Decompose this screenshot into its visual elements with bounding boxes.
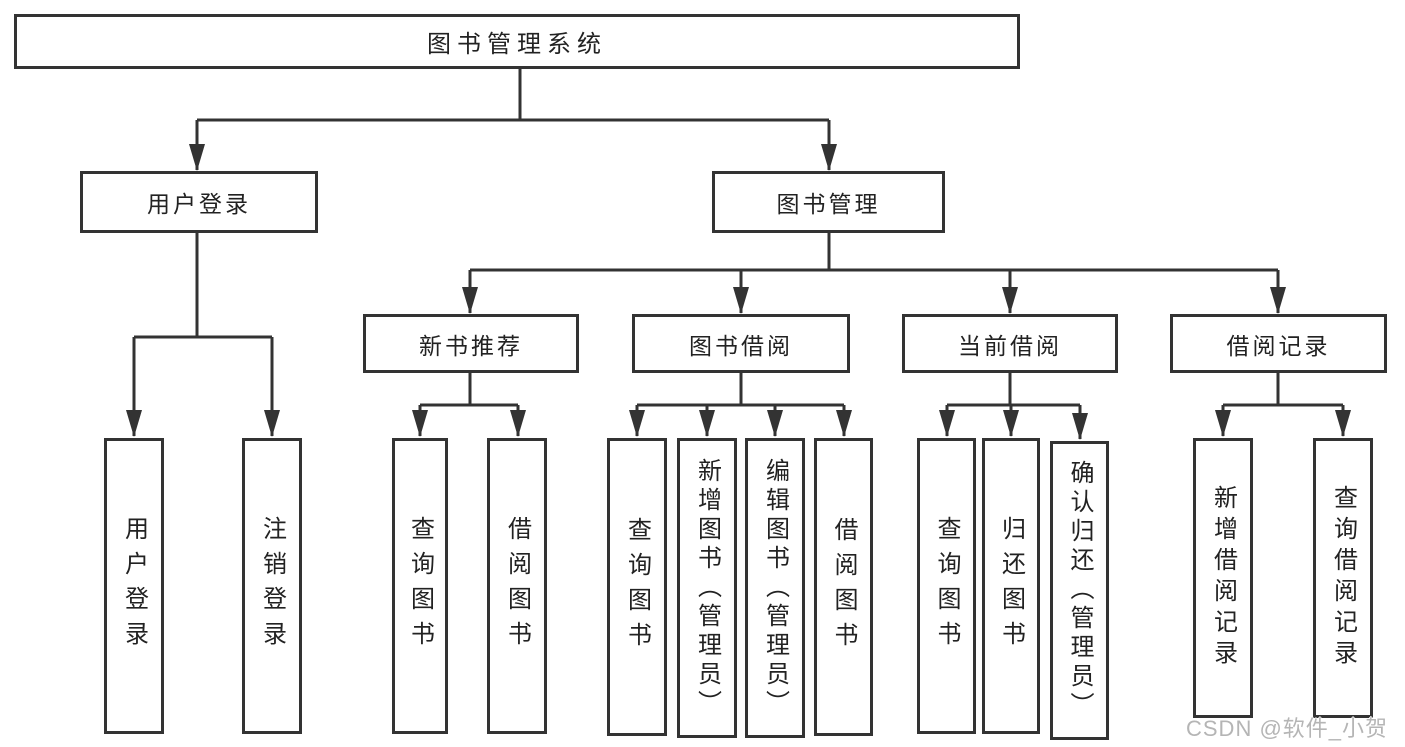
leaf-records-query-record: 查询借阅记录 (1313, 438, 1373, 718)
leaf-current-confirm-return-admin: 确认归还（管理员） (1050, 441, 1109, 740)
leaf-borrow-add-book-admin: 新增图书（管理员） (677, 438, 737, 738)
leaf-new-query-book: 查询图书 (392, 438, 448, 734)
leaf-current-return-book: 归还图书 (982, 438, 1040, 734)
leaf-borrow-query-book: 查询图书 (607, 438, 667, 736)
leaf-records-add-record: 新增借阅记录 (1193, 438, 1253, 718)
group-book-borrow: 图书借阅 (632, 314, 850, 373)
node-library-management-system: 图书管理系统 (14, 14, 1020, 69)
leaf-borrow-borrow-book: 借阅图书 (814, 438, 873, 736)
csdn-watermark: CSDN @软件_小贺同学 (1186, 716, 1389, 741)
node-book-management: 图书管理 (712, 171, 945, 233)
group-new-book-recommend: 新书推荐 (363, 314, 579, 373)
leaf-borrow-edit-book-admin: 编辑图书（管理员） (745, 438, 805, 738)
leaf-new-borrow-book: 借阅图书 (487, 438, 547, 734)
leaf-logout-login: 注销登录 (242, 438, 302, 734)
leaf-user-login: 用户登录 (104, 438, 164, 734)
group-current-borrow: 当前借阅 (902, 314, 1118, 373)
group-borrow-records: 借阅记录 (1170, 314, 1387, 373)
node-user-login: 用户登录 (80, 171, 318, 233)
leaf-current-query-book: 查询图书 (917, 438, 976, 734)
